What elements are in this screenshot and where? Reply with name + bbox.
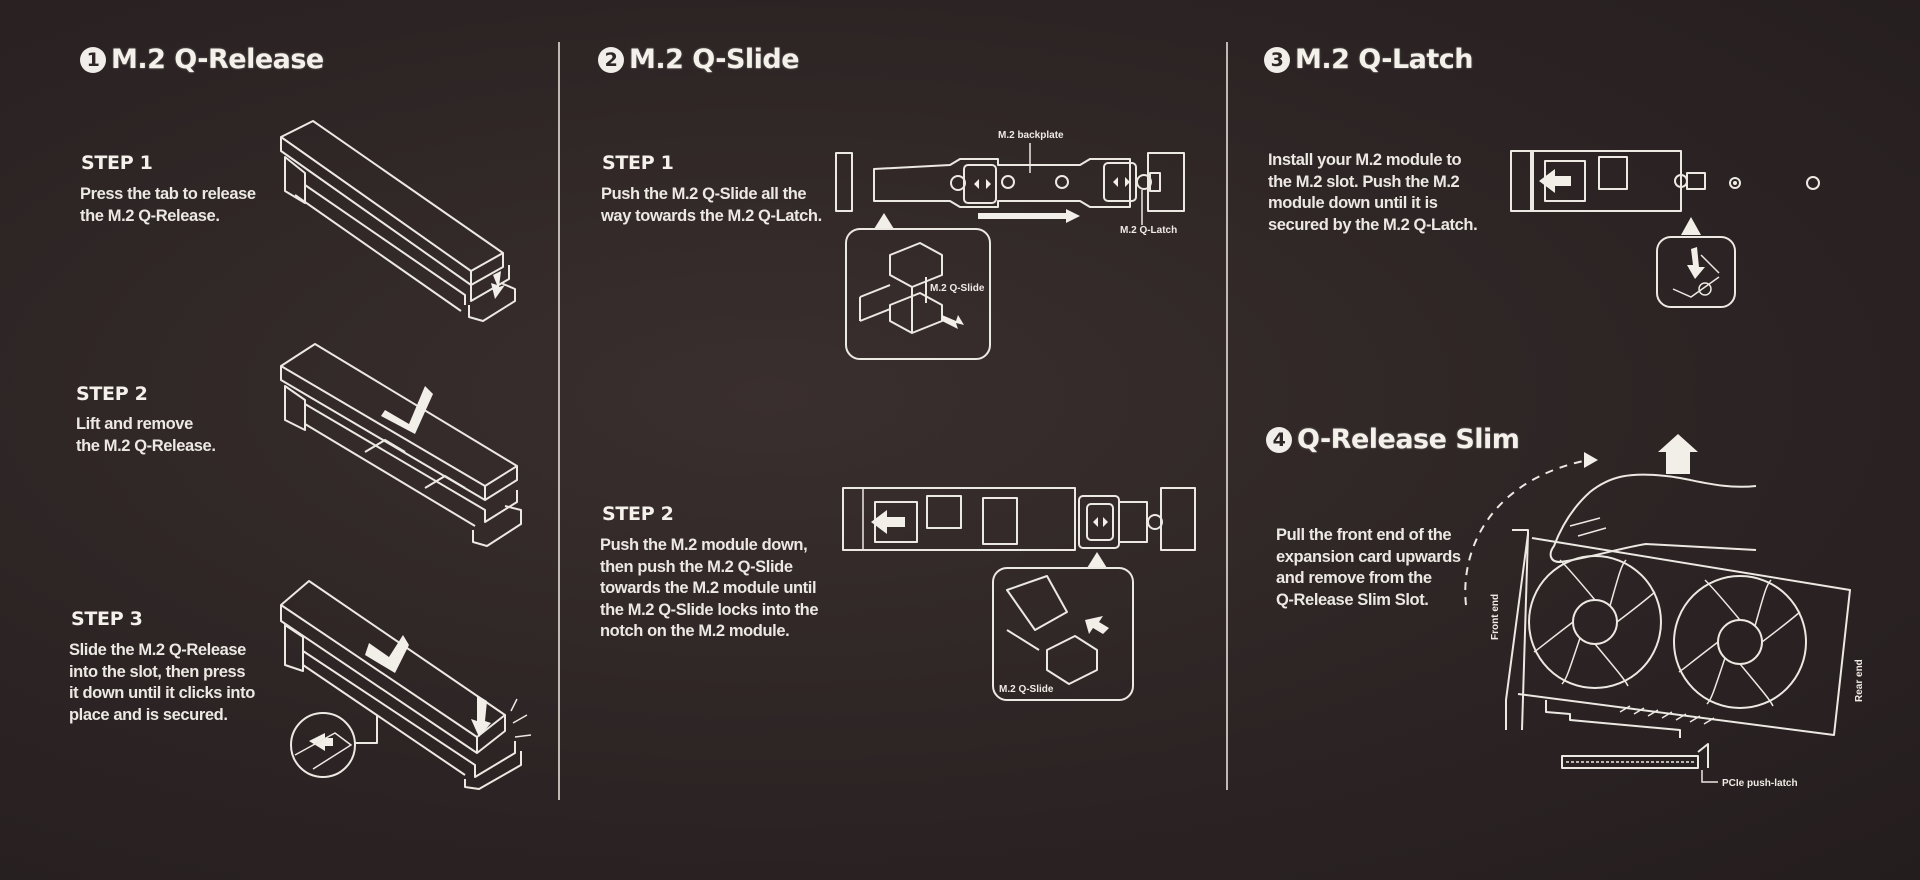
- step-number-badge: 2: [598, 46, 624, 73]
- section-title-q-release: 1 M.2 Q-Release: [80, 44, 324, 75]
- q-release-step3-illustration: [280, 580, 532, 790]
- m2-q-latch-label: M.2 Q-Latch: [1120, 225, 1177, 236]
- column-divider-2: [1226, 42, 1228, 790]
- q-slide-step1-diagram: M.2 backplate M.2 Q-Latch M.2 Q-Slide: [835, 130, 1185, 360]
- q-release-step1-illustration: [280, 120, 516, 322]
- q-latch-diagram: [1510, 150, 1820, 308]
- section-title-text: M.2 Q-Slide: [629, 44, 800, 75]
- rear-end-label: Rear end: [1854, 659, 1865, 702]
- section-title-text: M.2 Q-Latch: [1295, 44, 1474, 75]
- section-title-text: M.2 Q-Release: [111, 44, 324, 75]
- front-end-label: Front end: [1490, 594, 1501, 640]
- m2-q-slide-label-1: M.2 Q-Slide: [930, 283, 985, 294]
- q-slide-step2-text: Push the M.2 module down, then push the …: [600, 536, 819, 640]
- step-number-badge: 3: [1264, 46, 1290, 73]
- step-number-badge: 4: [1266, 426, 1292, 453]
- pcie-push-latch-label: PCIe push-latch: [1722, 778, 1798, 789]
- q-release-slim-diagram: PCIe push-latch Front end Rear end: [1464, 434, 1865, 789]
- q-release-step2-illustration: [280, 343, 522, 547]
- q-slide-step2-diagram: M.2 Q-Slide: [842, 487, 1196, 701]
- q-slide-step1-label: STEP 1: [602, 152, 674, 174]
- column-divider-1: [558, 42, 560, 800]
- section-title-q-slide: 2 M.2 Q-Slide: [598, 44, 800, 75]
- m2-q-slide-label-2: M.2 Q-Slide: [999, 684, 1054, 695]
- q-release-step1-label: STEP 1: [81, 152, 153, 174]
- section-title-q-latch: 3 M.2 Q-Latch: [1264, 44, 1474, 75]
- q-latch-description: Install your M.2 module to the M.2 slot.…: [1268, 151, 1478, 234]
- q-release-step2-text: Lift and remove the M.2 Q-Release.: [76, 415, 216, 455]
- q-release-step3-label: STEP 3: [71, 608, 143, 630]
- q-release-step3-text: Slide the M.2 Q-Release into the slot, t…: [69, 641, 255, 724]
- q-slide-step1-text: Push the M.2 Q-Slide all the way towards…: [601, 185, 822, 225]
- m2-backplate-label: M.2 backplate: [998, 130, 1064, 141]
- q-release-step1-text: Press the tab to release the M.2 Q-Relea…: [80, 185, 256, 225]
- q-slide-step2-label: STEP 2: [602, 503, 674, 525]
- section-title-text: Q-Release Slim: [1297, 424, 1520, 455]
- step-number-badge: 1: [80, 46, 106, 73]
- q-release-slim-description: Pull the front end of the expansion card…: [1276, 526, 1461, 609]
- section-title-q-release-slim: 4 Q-Release Slim: [1266, 424, 1520, 455]
- q-release-step2-label: STEP 2: [76, 383, 148, 405]
